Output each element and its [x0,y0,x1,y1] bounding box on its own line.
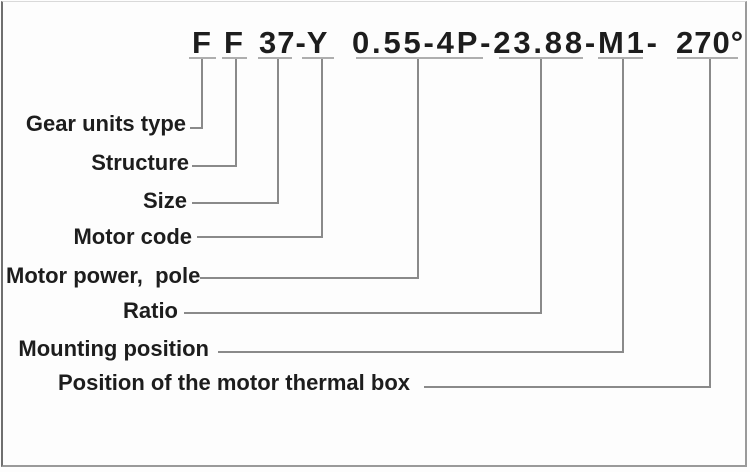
underline-tick-structure [222,57,247,59]
connector-vertical-gear-units-type [201,59,203,129]
label-thermal-box-position: Position of the motor thermal box [57,370,410,395]
connector-horizontal-motor-code [197,236,323,238]
connector-horizontal-thermal-box [424,386,711,388]
label-mounting-position: Mounting position [18,336,209,361]
code-part-power-ratio-mounting: 0.55-4P-23.88-M1- [352,25,660,60]
underline-tick-mounting-position [598,57,643,59]
underline-tick-motor-power-pole [356,57,483,59]
connector-vertical-ratio [540,59,542,314]
code-part-thermal-box-angle: 270° [676,25,745,60]
underline-tick-ratio [499,57,583,59]
connector-vertical-motor-code [321,59,323,238]
connector-vertical-structure [235,59,237,167]
label-gear-units-type: Gear units type [25,111,186,136]
connector-vertical-mounting-position [622,59,624,353]
connector-horizontal-size [192,202,279,204]
code-part-gear-units-type: F [192,25,212,60]
label-ratio: Ratio [123,298,178,323]
label-motor-code: Motor code [73,224,192,249]
code-part-size-motorcode: 37-Y [259,25,329,60]
underline-tick-motor-code [302,57,334,59]
label-motor-power-pole: Motor power, pole [6,263,201,288]
label-size: Size [142,188,187,213]
connector-vertical-thermal-box [709,59,711,388]
connector-horizontal-structure [192,165,237,167]
connector-vertical-motor-power-pole [417,59,419,279]
code-part-structure: F [224,25,244,60]
connector-horizontal-mounting-position [218,351,624,353]
label-structure: Structure [91,150,189,175]
connector-vertical-size [277,59,279,204]
underline-tick-size [258,57,292,59]
connector-horizontal-motor-power-pole [200,277,419,279]
underline-tick-thermal-box [677,57,738,59]
underline-tick-gear-units-type [189,57,216,59]
connector-horizontal-ratio [184,312,542,314]
connector-horizontal-gear-units-type [190,127,203,129]
